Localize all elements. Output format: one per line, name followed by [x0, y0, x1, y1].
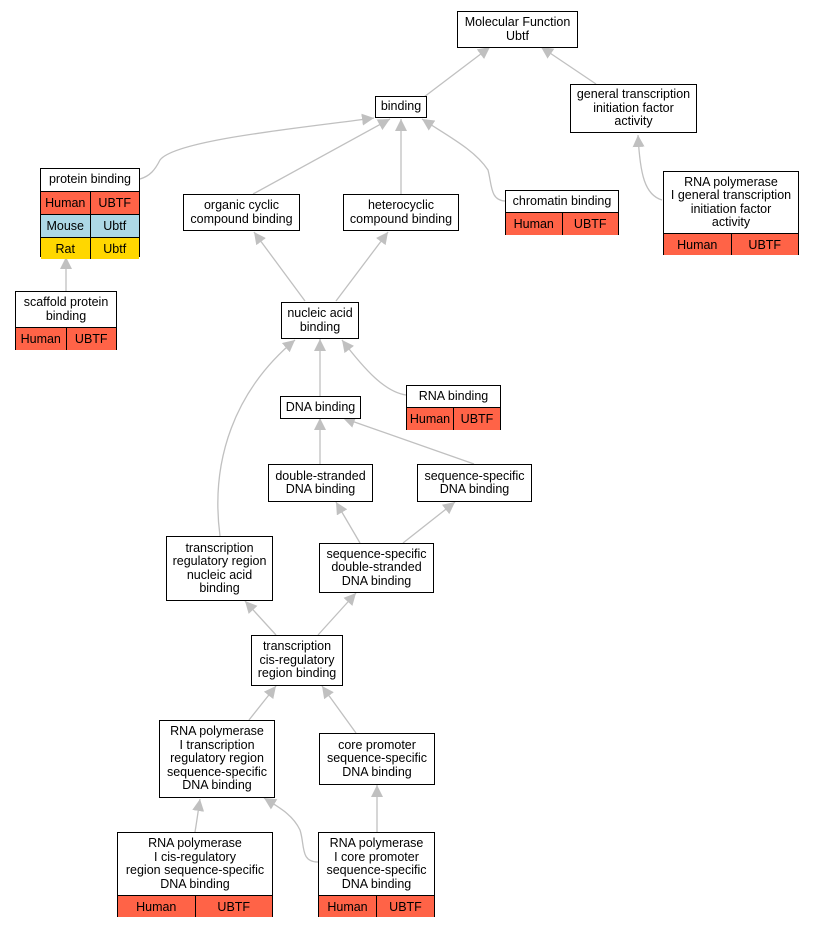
node-label: Molecular Function Ubtf — [464, 15, 571, 43]
gene-cell: UBTF — [561, 213, 618, 235]
edge-rnapol-cis-rnapol-trr — [192, 798, 205, 833]
node-rna-polymerase-cis-regulatory-region-binding[interactable]: RNA polymerase I cis-regulatory region s… — [117, 832, 273, 917]
edge-tcr-ssds — [317, 592, 357, 636]
node-rna-binding[interactable]: RNA binding Human UBTF — [406, 385, 501, 430]
node-chromatin-binding[interactable]: chromatin binding Human UBTF — [505, 190, 619, 235]
edge-core-promoter-tcr — [321, 685, 357, 734]
node-label: RNA polymerase I core promoter sequence-… — [326, 836, 427, 891]
species-cell: Human — [506, 213, 562, 235]
node-label: RNA polymerase I transcription regulator… — [166, 724, 268, 793]
edge-organic-cyclic-binding — [252, 118, 391, 195]
node-label: nucleic acid binding — [287, 306, 353, 334]
edge-protein-binding-binding — [139, 113, 375, 180]
node-label: general transcription initiation factor … — [576, 87, 691, 129]
edge-rnapol-trr-tcr — [248, 685, 277, 721]
node-scaffold-protein-binding[interactable]: scaffold protein binding Human UBTF — [15, 291, 117, 350]
species-cell: Human — [664, 234, 731, 255]
edge-ssds-ds-dna — [335, 501, 361, 544]
node-label: heterocyclic compound binding — [349, 198, 453, 226]
edge-rna-binding-nucleic-acid — [341, 339, 407, 396]
node-label: transcription regulatory region nucleic … — [172, 540, 267, 595]
node-protein-binding[interactable]: protein binding Human UBTF Mouse Ubtf Ra… — [40, 168, 140, 259]
edge-nucleic-acid-heterocyclic — [335, 231, 389, 302]
node-rna-polymerase-transcription-regulatory-region-binding[interactable]: RNA polymerase I transcription regulator… — [159, 720, 275, 798]
edge-chromatin-binding — [421, 118, 506, 202]
gene-cell: UBTF — [89, 192, 139, 214]
node-core-promoter-sequence-specific-dna-binding[interactable]: core promoter sequence-specific DNA bind… — [319, 733, 435, 785]
node-sequence-specific-dna-binding[interactable]: sequence-specific DNA binding — [417, 464, 532, 502]
edge-binding-mf — [423, 46, 491, 98]
edge-gtifa-mf — [540, 46, 597, 85]
gene-cell: UBTF — [453, 408, 500, 430]
gene-cell: UBTF — [376, 896, 434, 917]
gene-cell: Ubtf — [89, 238, 139, 259]
node-general-transcription-initiation-factor-activity[interactable]: general transcription initiation factor … — [570, 84, 697, 133]
species-cell: Human — [407, 408, 453, 430]
species-cell: Human — [319, 896, 376, 917]
annotation-row: Human UBTF — [407, 407, 500, 430]
annotation-row: Mouse Ubtf — [41, 214, 139, 237]
edge-trr-nab-nucleic-acid — [217, 339, 296, 537]
node-label: chromatin binding — [512, 193, 612, 208]
node-dna-binding[interactable]: DNA binding — [280, 396, 361, 419]
edge-nucleic-acid-organic-cyclic — [253, 231, 306, 302]
annotation-row: Human UBTF — [319, 895, 434, 917]
species-cell: Human — [41, 192, 90, 214]
annotation-row: Human UBTF — [41, 191, 139, 214]
node-rna-polymerase-general-transcription-initiation-factor-activity[interactable]: RNA polymerase I general transcription i… — [663, 171, 799, 255]
node-label: RNA binding — [418, 388, 489, 403]
node-label: binding — [380, 99, 422, 114]
node-label: transcription cis-regulatory region bind… — [257, 639, 337, 681]
species-cell: Rat — [41, 238, 90, 259]
edge-ss-dna-dna-binding — [342, 416, 475, 465]
gene-cell: UBTF — [65, 328, 116, 350]
node-organic-cyclic-compound-binding[interactable]: organic cyclic compound binding — [183, 194, 300, 231]
node-label: RNA polymerase I general transcription i… — [670, 174, 792, 229]
edge-rnapol-gtifa-gtifa — [632, 134, 663, 201]
node-label: sequence-specific DNA binding — [424, 468, 525, 496]
annotation-row: Human UBTF — [664, 233, 798, 255]
node-label: sequence-specific double-stranded DNA bi… — [326, 546, 427, 588]
species-cell: Human — [118, 896, 195, 917]
node-label: organic cyclic compound binding — [190, 198, 293, 226]
node-sequence-specific-double-stranded-dna-binding[interactable]: sequence-specific double-stranded DNA bi… — [319, 543, 434, 593]
gene-cell: UBTF — [730, 234, 798, 255]
annotation-row: Rat Ubtf — [41, 237, 139, 259]
edge-ssds-ss-dna — [402, 501, 456, 544]
node-label: DNA binding — [285, 399, 356, 414]
node-label: double-stranded DNA binding — [275, 468, 366, 496]
node-label: core promoter sequence-specific DNA bind… — [326, 737, 428, 779]
node-label: RNA polymerase I cis-regulatory region s… — [125, 836, 265, 891]
node-double-stranded-dna-binding[interactable]: double-stranded DNA binding — [268, 464, 373, 502]
edge-rnapol-core-rnapol-trr — [263, 797, 319, 863]
species-cell: Human — [16, 328, 66, 350]
gene-cell: Ubtf — [89, 215, 139, 237]
species-cell: Mouse — [41, 215, 90, 237]
gene-cell: UBTF — [194, 896, 272, 917]
annotation-row: Human UBTF — [118, 895, 272, 917]
edge-tcr-trr-nab — [244, 600, 277, 636]
annotation-row: Human UBTF — [506, 212, 618, 235]
node-transcription-cis-regulatory-region-binding[interactable]: transcription cis-regulatory region bind… — [251, 635, 343, 686]
annotation-row: Human UBTF — [16, 327, 116, 350]
node-heterocyclic-compound-binding[interactable]: heterocyclic compound binding — [343, 194, 459, 231]
node-label: scaffold protein binding — [23, 295, 109, 323]
node-label: protein binding — [48, 172, 131, 187]
node-rna-polymerase-core-promoter-binding[interactable]: RNA polymerase I core promoter sequence-… — [318, 832, 435, 917]
node-transcription-regulatory-region-nucleic-acid-binding[interactable]: transcription regulatory region nucleic … — [166, 536, 273, 601]
node-nucleic-acid-binding[interactable]: nucleic acid binding — [281, 302, 359, 339]
node-binding[interactable]: binding — [375, 96, 427, 118]
node-molecular-function[interactable]: Molecular Function Ubtf — [457, 11, 578, 48]
